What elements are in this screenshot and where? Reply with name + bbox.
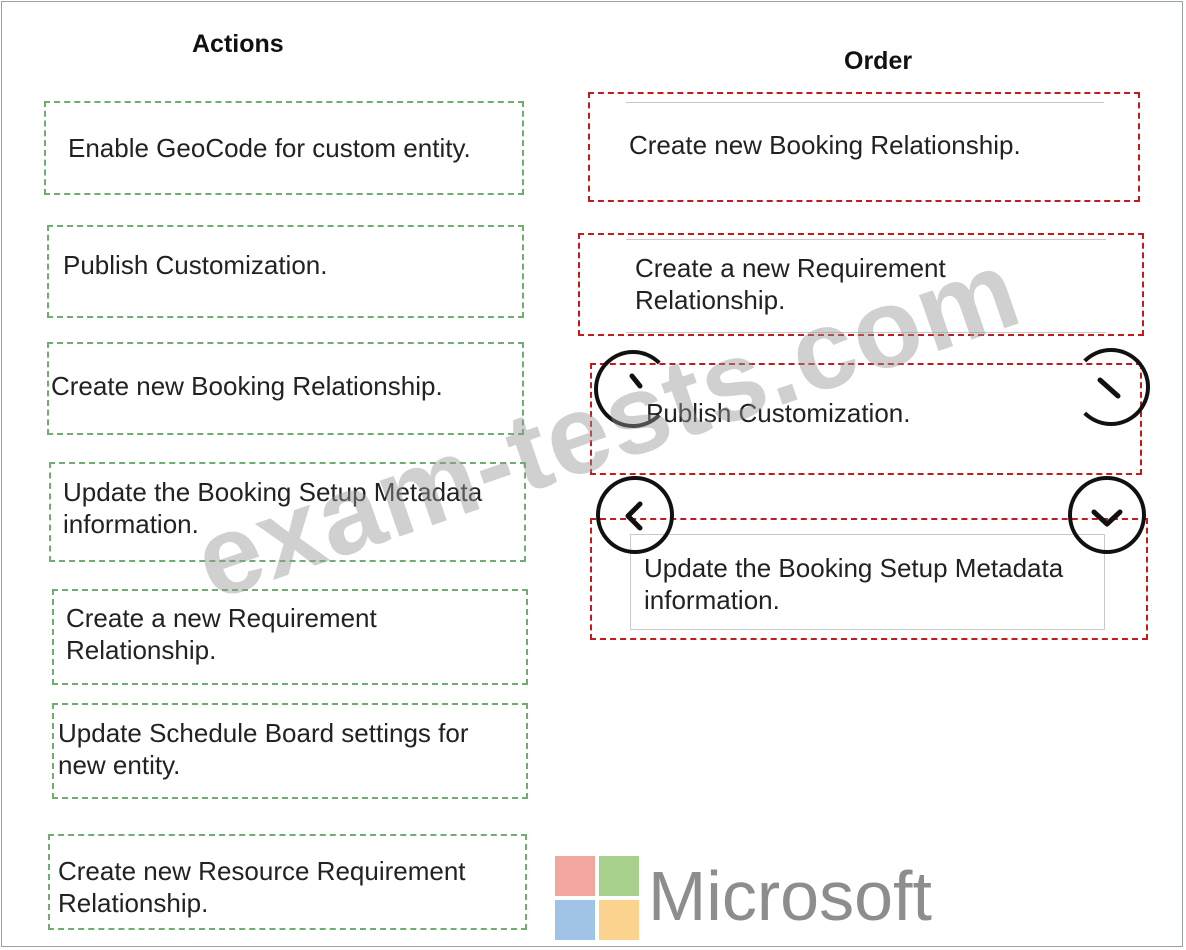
microsoft-logo-icon [555,856,639,940]
action-item[interactable]: Publish Customization. [47,225,524,318]
action-item-label: Create a new Requirement Relationship. [66,603,377,665]
actions-heading: Actions [192,30,284,58]
action-item-label: Create new Booking Relationship. [51,370,443,401]
action-item-label: Enable GeoCode for custom entity. [68,133,471,163]
move-up-button[interactable] [1072,348,1150,426]
order-item[interactable]: Create a new Requirement Relationship. [578,233,1144,336]
move-down-button[interactable] [1068,476,1146,554]
order-item-label: Create new Booking Relationship. [629,130,1021,160]
microsoft-wordmark: Microsoft [648,857,932,935]
chevron-left-icon [629,373,643,389]
action-item[interactable]: Update the Booking Setup Metadata inform… [49,462,526,562]
chevron-down-icon [1091,509,1123,527]
action-item[interactable]: Create new Resource Requirement Relation… [48,834,527,930]
action-item-label: Update Schedule Board settings for new e… [58,718,469,780]
chevron-up-icon [1097,377,1121,399]
action-item-label: Publish Customization. [63,250,328,280]
order-item-label: Create a new Requirement Relationship. [635,253,946,315]
action-item[interactable]: Create new Booking Relationship. [47,342,524,435]
move-left-button[interactable] [594,350,672,428]
order-heading: Order [844,47,913,75]
move-left-button[interactable] [596,476,674,554]
order-item-label: Publish Customization. [646,398,911,428]
order-item[interactable]: Publish Customization. [590,363,1142,475]
order-item-label: Update the Booking Setup Metadata inform… [644,553,1064,615]
action-item-label: Update the Booking Setup Metadata inform… [63,477,483,539]
action-item[interactable]: Enable GeoCode for custom entity. [44,101,524,195]
chevron-left-icon [625,501,643,531]
action-item[interactable]: Create a new Requirement Relationship. [52,589,528,685]
action-item[interactable]: Update Schedule Board settings for new e… [52,703,528,799]
order-item[interactable]: Update the Booking Setup Metadata inform… [590,518,1148,640]
order-item[interactable]: Create new Booking Relationship. [588,92,1140,202]
action-item-label: Create new Resource Requirement Relation… [58,856,466,918]
